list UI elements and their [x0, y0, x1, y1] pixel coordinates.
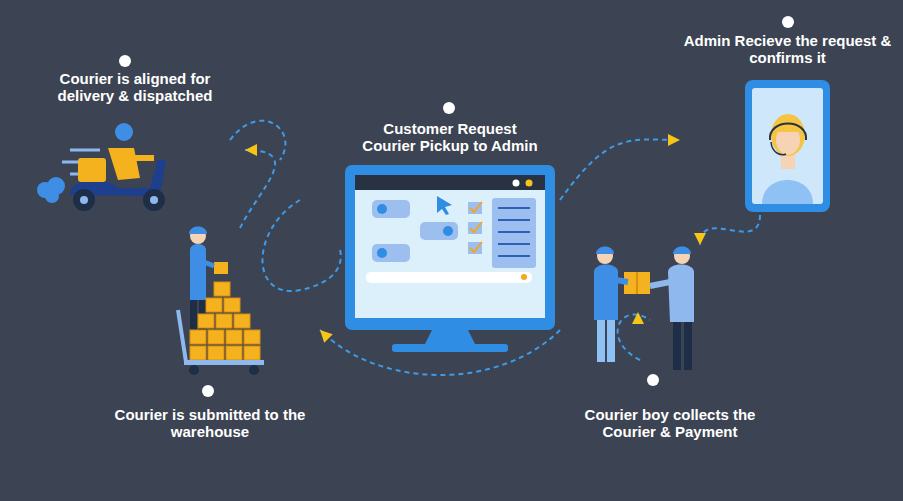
step-caption: Customer Request Courier Pickup to Admin — [355, 120, 545, 154]
delivery-scooter — [37, 123, 166, 211]
step-caption: Courier boy collects the Courier & Payme… — [565, 406, 775, 440]
monitor — [345, 165, 555, 352]
step-node: Courier boy collects the Courier & Payme… — [560, 245, 780, 445]
arrow-head — [245, 144, 257, 156]
arrow-head — [668, 134, 680, 146]
warehouse-stack — [178, 227, 264, 376]
admin-tablet — [745, 80, 830, 212]
step-caption: Admin Recieve the request & confirms it — [683, 32, 893, 66]
step-node: Admin Recieve the request & confirms it — [680, 12, 895, 215]
arrow-head — [320, 330, 333, 343]
courier-handover — [594, 247, 694, 371]
decor-loops — [230, 121, 650, 360]
step-node: Courier is submitted to the warehouse — [100, 228, 320, 445]
step-caption: Courier is aligned for delivery & dispat… — [40, 70, 230, 104]
flow-connector — [240, 150, 275, 228]
flow-connector — [700, 215, 760, 245]
step-node: Customer Request Courier Pickup to Admin — [340, 100, 560, 350]
step-node: Courier is aligned for delivery & dispat… — [25, 50, 245, 218]
flow-connector — [560, 140, 680, 200]
flow-connector — [320, 330, 560, 375]
step-caption: Courier is submitted to the warehouse — [110, 406, 310, 440]
arrow-head — [694, 233, 706, 245]
step-dots — [119, 16, 794, 397]
